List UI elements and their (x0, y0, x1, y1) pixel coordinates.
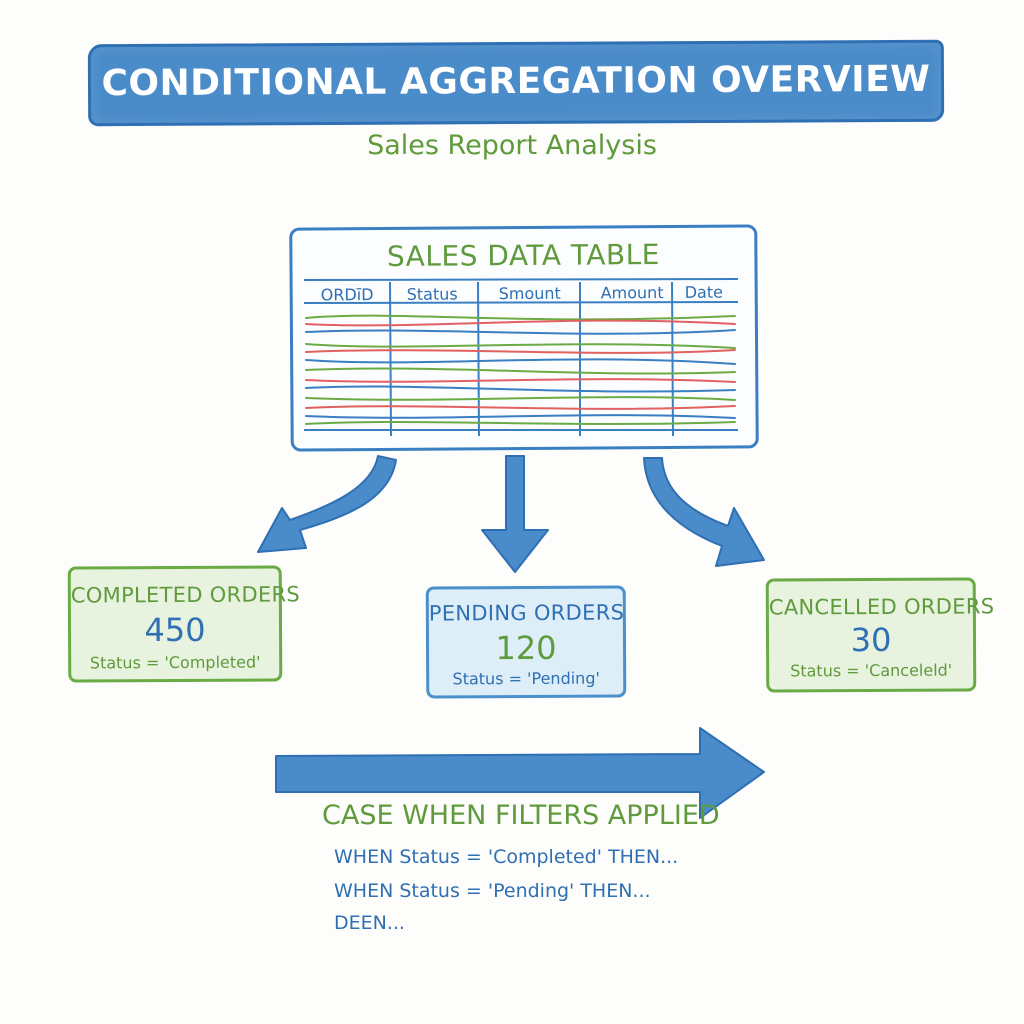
card-cancelled-orders: CANCELLED ORDERS 30 Status = 'Canceleld' (765, 577, 995, 693)
case-line-completed: WHEN Status = 'Completed' THEN... (334, 846, 679, 868)
arrow-to-cancelled (643, 457, 765, 567)
case-line-pending: WHEN Status = 'Pending' THEN... (334, 880, 651, 902)
arrow-to-pending (481, 455, 549, 573)
card-pending-title: PENDING ORDERS (428, 600, 625, 626)
card-completed-orders: COMPLETED ORDERS 450 Status = 'Completed… (67, 565, 301, 683)
case-when-title: CASE WHEN FILTERS APPLIED (322, 800, 720, 831)
arrow-to-completed (257, 455, 397, 553)
card-completed-filter: Status = 'Completed' (89, 652, 261, 673)
card-completed-value: 450 (144, 610, 206, 650)
diagram-subtitle: Sales Report Analysis (367, 130, 657, 161)
table-grid (303, 278, 739, 437)
card-pending-filter: Status = 'Pending' (452, 668, 600, 689)
table-row-scribbles (305, 314, 736, 425)
case-line-else: DEEN... (334, 912, 405, 934)
card-cancelled-filter: Status = 'Canceleld' (790, 660, 953, 681)
arrow-case-when (275, 727, 765, 819)
card-pending-orders: PENDING ORDERS 120 Status = 'Pending' (425, 585, 627, 699)
card-pending-value: 120 (495, 628, 557, 668)
card-cancelled-value: 30 (850, 620, 892, 660)
card-cancelled-title: CANCELLED ORDERS (768, 594, 995, 620)
flow-arrows (257, 455, 765, 819)
card-completed-title: COMPLETED ORDERS (70, 582, 301, 608)
